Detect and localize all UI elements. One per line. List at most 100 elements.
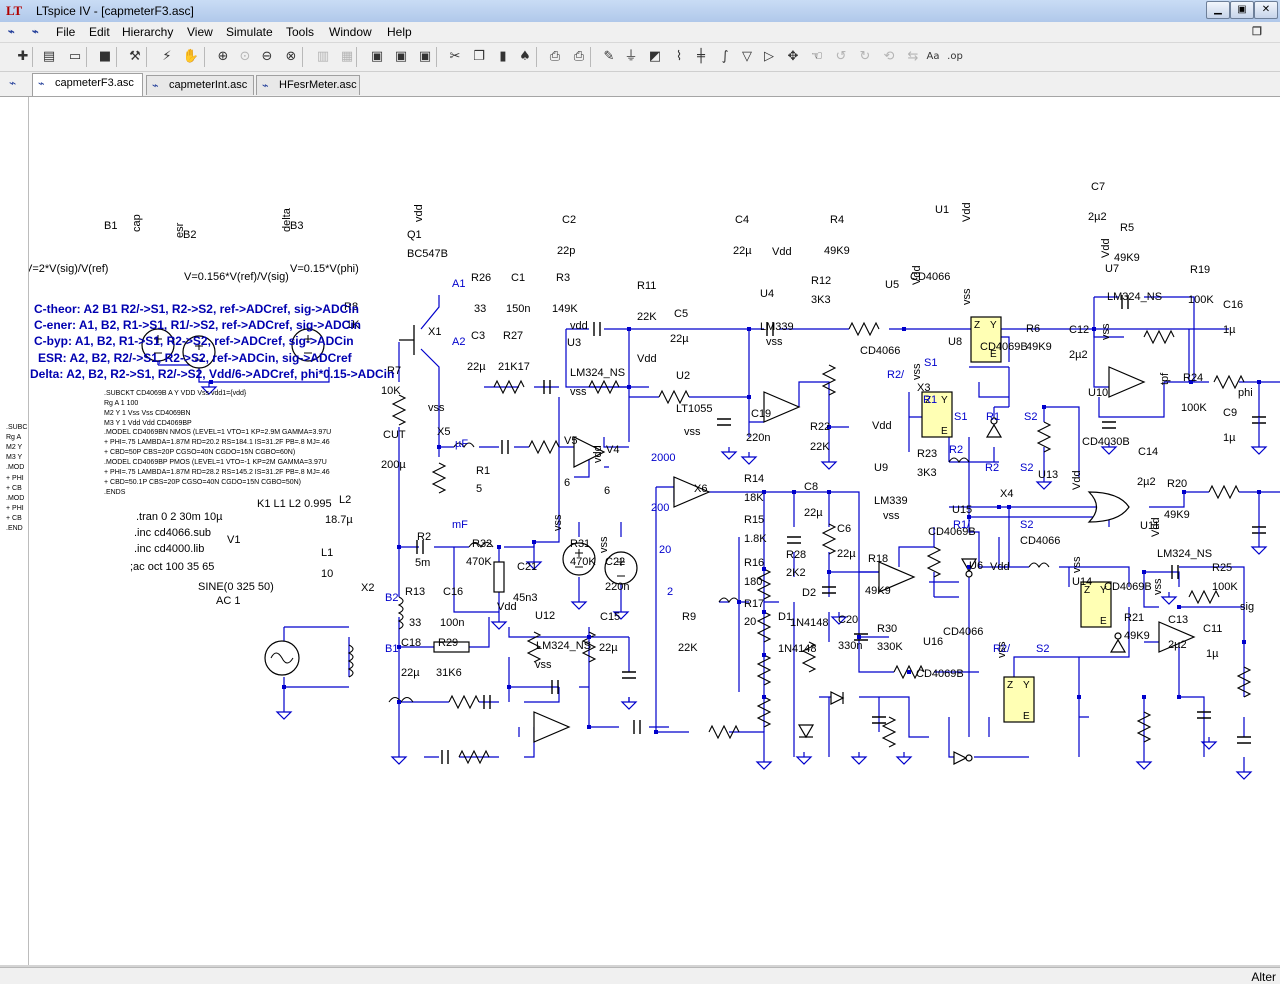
component-label: CD4069B: [916, 668, 964, 680]
mdi-child-icon-2[interactable]: ⌁: [32, 26, 39, 38]
move-icon[interactable]: ✥: [787, 49, 799, 64]
component-label: 100K: [1181, 402, 1207, 414]
component-label: LM324_NS: [536, 640, 591, 652]
zoom-out-icon[interactable]: ⊖: [261, 49, 273, 64]
component-label: LM339: [760, 321, 794, 333]
resistor-icon[interactable]: ⌇: [675, 49, 683, 64]
toolbar: ✚ ▤ ▭ ■ ⚒ ✋ ⚡ ⊕ ⊙ ⊖ ⊗ ▥ ▦ ▣ ▣ ▣ ✂ ❐ ▮ ♠ ⎙ ⎙ ✎ ⏚ ◩ ⌇ ╪ ∫ ▽ ▷ ✥ ☜ ↺ ↻ ⟲ ⇆ Aa .o…: [0, 43, 1280, 72]
component-label: 100K: [1188, 294, 1214, 306]
tile-vert-icon[interactable]: ▣: [394, 49, 408, 64]
wire-icon[interactable]: ✎: [603, 49, 615, 64]
component-label: BC547B: [407, 248, 448, 260]
redo-icon[interactable]: ↻: [859, 49, 871, 64]
svg-text:Z: Z: [1007, 680, 1013, 691]
run-icon[interactable]: ⚡: [162, 49, 172, 64]
net-label: S2: [1024, 411, 1037, 423]
component-label: 31K6: [436, 667, 462, 679]
cut-icon[interactable]: ✂: [449, 49, 461, 64]
menu-hierarchy[interactable]: Hierarchy: [122, 25, 174, 39]
mdi-child-icon[interactable]: ⌁: [8, 26, 15, 38]
copy-icon[interactable]: ❐: [473, 49, 485, 64]
save-icon[interactable]: ■: [98, 49, 112, 64]
component-label: X3: [917, 382, 930, 394]
schematic-labels: B1B2B3V=2*V(sig)/V(ref)V=0.156*V(ref)/V(…: [29, 181, 1254, 680]
control-panel-icon[interactable]: ⚒: [129, 49, 141, 64]
tile-icon[interactable]: ▦: [340, 49, 354, 64]
menu-simulate[interactable]: Simulate: [226, 25, 273, 39]
autoscale-icon[interactable]: ▥: [316, 49, 330, 64]
clipped-directive-text: + CB: [6, 485, 22, 492]
component-icon[interactable]: ▷: [764, 49, 774, 64]
component-label: C21: [517, 561, 537, 573]
find-icon[interactable]: ♠: [519, 49, 531, 64]
zoom-fit-icon[interactable]: ⊗: [285, 49, 297, 64]
paste-icon[interactable]: ▮: [499, 49, 507, 64]
open-folder-icon[interactable]: ▭: [68, 49, 82, 64]
close-button[interactable]: ✕: [1254, 1, 1278, 19]
component-label: U14: [1072, 576, 1092, 588]
component-label: L2: [339, 494, 351, 506]
schematic-drawing[interactable]: ZYE ZYE ZYE ZYE: [29, 97, 1280, 965]
menu-edit[interactable]: Edit: [89, 25, 110, 39]
print-preview-icon[interactable]: ⎙: [549, 49, 561, 64]
subckt-directive: .SUBCKT CD4069B A Y VDD Vss vdd1={vdd}: [104, 390, 247, 397]
drag-icon[interactable]: ☜: [811, 49, 823, 64]
menu-file[interactable]: File: [56, 25, 76, 39]
spice-directive-icon[interactable]: .op: [947, 51, 963, 62]
horizontal-scrollbar[interactable]: [0, 965, 1280, 967]
undo-icon[interactable]: ↺: [835, 49, 847, 64]
component-label: 180: [744, 576, 762, 588]
tab-hfesrmeter-asc[interactable]: ⌁HFesrMeter.asc: [256, 75, 360, 95]
rotate-icon[interactable]: ⟲: [883, 49, 895, 64]
tab-capmeterint-asc[interactable]: ⌁capmeterInt.asc: [146, 75, 254, 95]
component-label: R21: [1124, 612, 1144, 624]
print-icon[interactable]: ⎙: [573, 49, 585, 64]
menu-window[interactable]: Window: [329, 25, 372, 39]
component-label: R13: [405, 586, 425, 598]
capacitor-icon[interactable]: ╪: [697, 49, 705, 64]
component-label: C6: [837, 523, 851, 535]
component-label: D2: [802, 587, 816, 599]
clipped-directive-text: .MOD: [6, 495, 25, 502]
halt-icon[interactable]: ✋: [182, 49, 200, 64]
component-label: 18.7µ: [325, 514, 353, 526]
net-label: B1: [385, 643, 398, 655]
component-label: 100K: [1212, 581, 1238, 593]
component-label: 22µ: [467, 361, 486, 373]
toolbar-separator: [436, 47, 437, 67]
svg-text:Y: Y: [990, 320, 997, 331]
ground-icon[interactable]: ⏚: [624, 49, 638, 64]
zoom-pan-icon[interactable]: ⊙: [239, 49, 251, 64]
component-label: LM339: [874, 495, 908, 507]
label-icon[interactable]: ◩: [648, 49, 662, 64]
zoom-in-icon[interactable]: ⊕: [217, 49, 229, 64]
component-label: R25: [1212, 562, 1232, 574]
comment-text: C-theor: A2 B1 R2/->S1, R2->S2, ref->ADC…: [34, 302, 359, 316]
clipped-directive-text: M2 Y: [6, 444, 23, 451]
menu-tools[interactable]: Tools: [286, 25, 315, 39]
component-label: CUT: [383, 429, 406, 441]
net-flag: vss: [428, 402, 445, 414]
maximize-button[interactable]: ▣: [1230, 1, 1254, 19]
net-label: R2/: [887, 369, 905, 381]
component-label: CD4030B: [1082, 436, 1130, 448]
menu-help[interactable]: Help: [387, 25, 412, 39]
cascade-icon[interactable]: ▣: [370, 49, 384, 64]
inductor-icon[interactable]: ∫: [721, 49, 729, 64]
diode-icon[interactable]: ▽: [742, 49, 752, 64]
tile-horiz-icon[interactable]: ▣: [418, 49, 432, 64]
tab-capmeterf3-asc[interactable]: ⌁capmeterF3.asc: [32, 73, 143, 96]
text-icon[interactable]: Aa: [926, 51, 940, 62]
component-label: 1µ: [1206, 648, 1219, 660]
minimize-button[interactable]: ▁: [1206, 1, 1230, 19]
net-label: 2000: [651, 452, 675, 464]
component-label: LT1055: [676, 403, 713, 415]
mirror-icon[interactable]: ⇆: [907, 49, 919, 64]
component-label: U6: [969, 560, 983, 572]
menu-view[interactable]: View: [187, 25, 213, 39]
open-icon[interactable]: ▤: [42, 49, 56, 64]
mdi-restore-icon[interactable]: ❐: [1252, 26, 1262, 38]
component-label: R20: [1167, 478, 1187, 490]
new-schematic-icon[interactable]: ✚: [17, 49, 29, 64]
